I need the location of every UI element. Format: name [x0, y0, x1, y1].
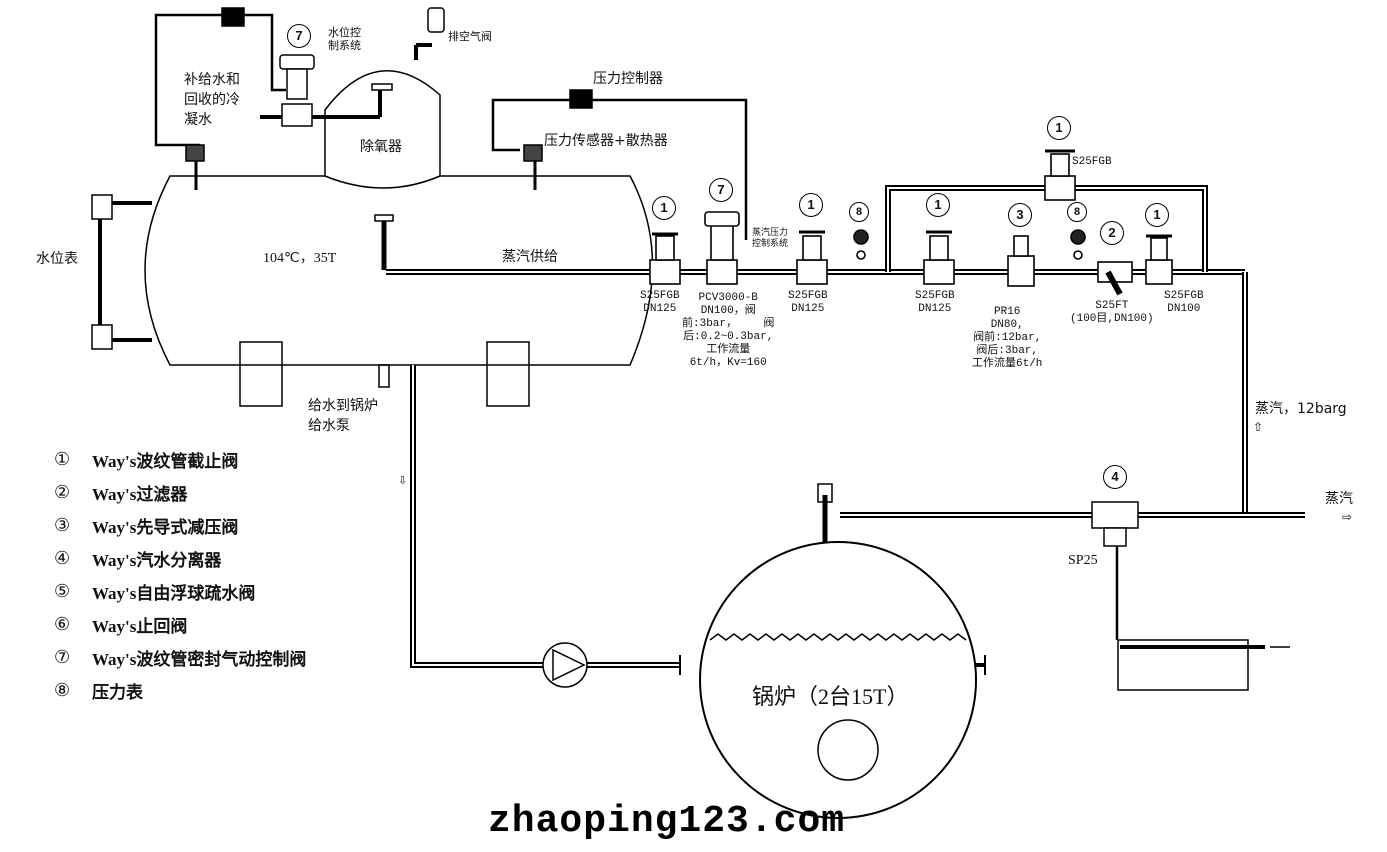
valve-pcv — [704, 211, 740, 285]
saddle-right — [486, 341, 530, 407]
tag-v3: 1 — [926, 193, 950, 217]
pcv-spec: PCV3000-B DN100，阀 前:3bar， 阀 后:0.2~0.3bar… — [682, 292, 775, 369]
tag-prv: 3 — [1008, 203, 1032, 227]
storage-vessel — [144, 175, 654, 366]
tag-pcv: 7 — [709, 178, 733, 202]
v3-spec: S25FGB DN125 — [915, 290, 955, 315]
tank-condition-label: 104℃，35T — [263, 251, 337, 266]
separator-spec: SP25 — [1068, 553, 1098, 568]
makeup-water-label: 补给水和 回收的冷 凝水 — [184, 72, 240, 128]
vent-valve-label: 排空气阀 — [448, 30, 492, 43]
pressure-controller — [569, 89, 593, 109]
tag-g1: 8 — [849, 202, 869, 222]
riser-arrow: ⇧ — [1253, 420, 1264, 434]
boiler-water-level — [709, 633, 967, 641]
deaerator-label: 除氧器 — [360, 139, 402, 155]
deaerator-dome — [324, 70, 441, 189]
steam-riser-label: 蒸汽，12barg — [1255, 401, 1347, 417]
gauge-1 — [853, 229, 869, 260]
valve-v2 — [796, 230, 828, 285]
v2-spec: S25FGB DN125 — [788, 290, 828, 315]
tag-v4: 1 — [1145, 203, 1169, 227]
saddle-left — [239, 341, 283, 407]
tag-v2: 1 — [799, 193, 823, 217]
tag-v1: 1 — [652, 196, 676, 220]
gauge-2 — [1070, 229, 1086, 260]
valve-prv — [1007, 235, 1035, 287]
valve-bypass — [1044, 149, 1076, 201]
level-gauge-bottom — [91, 324, 113, 350]
strainer — [1097, 261, 1133, 296]
valve-v3 — [923, 230, 955, 285]
steam-supply-label: 蒸汽供给 — [502, 249, 558, 265]
feed-arrow: ⇩ — [398, 474, 408, 487]
tag-separator: 4 — [1103, 465, 1127, 489]
valve-v1 — [649, 232, 681, 285]
boiler-label: 锅炉（2台15T） — [752, 684, 909, 709]
v1-spec: S25FGB DN125 — [640, 290, 680, 315]
feed-label: 给水到锅炉 给水泵 — [308, 398, 378, 434]
trap-assembly — [1117, 639, 1249, 691]
steam-outlet-label: 蒸汽 — [1325, 491, 1353, 507]
pressure-controller-label: 压力控制器 — [593, 71, 663, 87]
level-gauge-top — [91, 194, 113, 220]
outlet-arrow: ⇨ — [1342, 510, 1353, 524]
boiler — [699, 541, 977, 819]
tag-bypass: 1 — [1047, 116, 1071, 140]
boiler-manhole — [817, 719, 879, 781]
v4-spec: S25FGB DN100 — [1164, 290, 1204, 315]
bypass-spec: S25FGB — [1072, 156, 1112, 168]
valve-v4 — [1145, 234, 1173, 285]
feed-pump — [542, 642, 588, 688]
tag-makeup-cv: 7 — [287, 24, 311, 48]
level-controller — [221, 7, 245, 27]
watermark: zhaoping123.com — [488, 800, 846, 843]
tag-strainer: 2 — [1100, 221, 1124, 245]
level-gauge-label: 水位表 — [36, 251, 78, 267]
prv-spec: PR16 DN80, 阀前:12bar, 阀后:3bar, 工作流量6t/h — [972, 306, 1043, 370]
steam-pressure-system-label: 蒸汽压力 控制系统 — [752, 228, 789, 249]
level-control-label: 水位控 制系统 — [328, 26, 361, 52]
pressure-sensor-label: 压力传感器+散热器 — [544, 133, 668, 149]
strainer-spec: S25FT (100目,DN100) — [1070, 300, 1154, 325]
tag-g2: 8 — [1067, 202, 1087, 222]
